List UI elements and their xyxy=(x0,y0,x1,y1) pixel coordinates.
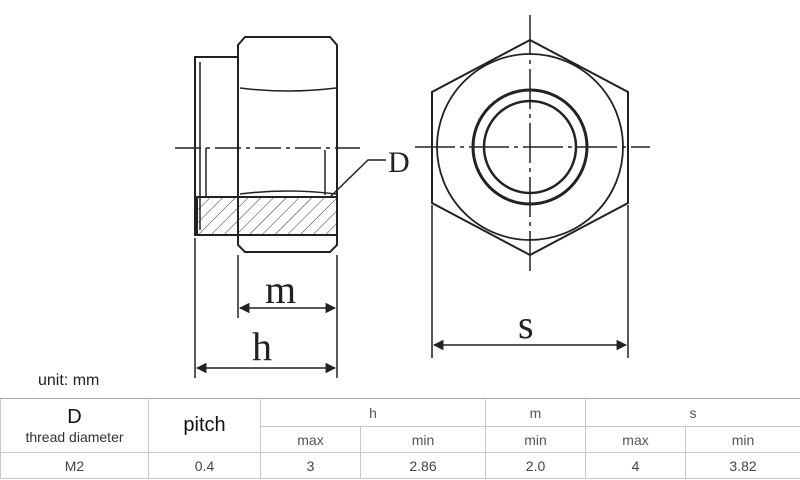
m-label: m xyxy=(265,267,296,312)
row-s-max: 4 xyxy=(585,452,687,479)
table-row: M2 0.4 3 2.86 2.0 4 3.82 xyxy=(0,452,800,479)
row-h-min: 2.86 xyxy=(359,452,487,479)
hatched-section xyxy=(196,196,338,236)
d-leader xyxy=(329,159,386,198)
header-d: D xyxy=(67,406,82,428)
header-h-min: min xyxy=(359,426,487,453)
m-dimension xyxy=(237,255,338,318)
header-d-sub: thread diameter xyxy=(25,429,124,445)
thread-diameter-label: D xyxy=(388,146,410,179)
row-s-min: 3.82 xyxy=(685,452,800,479)
header-pitch: pitch xyxy=(148,398,261,453)
header-s-min: min xyxy=(685,426,800,453)
h-dimension xyxy=(194,238,338,378)
header-s-max: max xyxy=(585,426,687,453)
header-m-min: min xyxy=(485,426,587,453)
front-centerlines xyxy=(415,15,650,275)
spec-table: D thread diameter pitch h m s max min mi… xyxy=(0,398,800,479)
table-header-row: D thread diameter pitch h m s xyxy=(0,398,800,453)
s-dimension xyxy=(431,205,629,358)
s-label: s xyxy=(518,302,534,347)
header-h-max: max xyxy=(260,426,361,453)
header-m: m xyxy=(485,398,587,427)
unit-label: unit: mm xyxy=(38,372,100,389)
header-s: s xyxy=(585,398,800,427)
row-h-max: 3 xyxy=(260,452,361,479)
hex-body-side xyxy=(237,36,338,253)
row-m-min: 2.0 xyxy=(485,452,587,479)
row-d: M2 xyxy=(0,452,149,479)
row-pitch: 0.4 xyxy=(148,452,261,479)
lock-nut-drawing: D m h s xyxy=(175,15,650,378)
header-d-cell: D thread diameter xyxy=(0,398,149,453)
h-label: h xyxy=(252,324,272,369)
header-h: h xyxy=(259,398,487,427)
